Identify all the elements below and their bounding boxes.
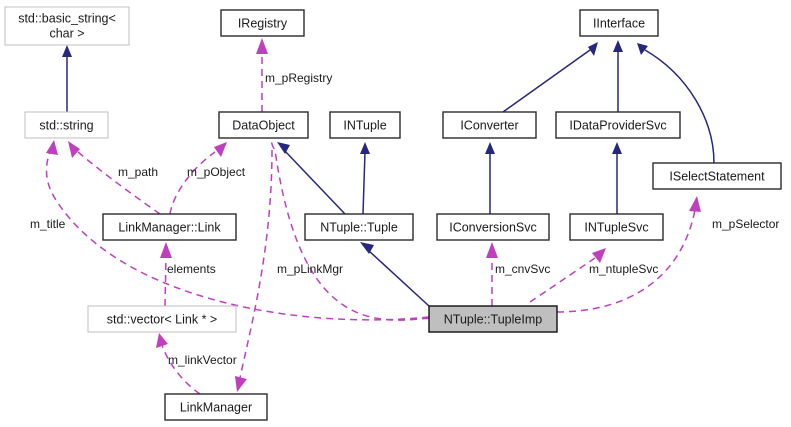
node-label-intuplesvc: INTupleSvc <box>584 220 648 234</box>
edge-iconversionsvc-to-iconverter <box>485 142 495 214</box>
node-label-iconverter: IConverter <box>460 118 518 132</box>
edge-label-m-title: m_title <box>30 217 66 231</box>
diagram-nodes: std::basic_string< char > IRegistry IInt… <box>4 6 782 421</box>
node-label-std-string: std::string <box>39 118 93 132</box>
node-label-idataprovidersvc: IDataProviderSvc <box>569 118 666 132</box>
inheritance-edges <box>62 40 715 307</box>
edge-m_ntupleSvc <box>529 248 606 303</box>
node-label-std-basic-string-line1: std::basic_string< <box>18 11 116 25</box>
node-label-linkmanager-link: LinkManager::Link <box>118 220 221 234</box>
node-intuple[interactable]: INTuple <box>329 111 401 139</box>
node-label-intuple: INTuple <box>343 118 386 132</box>
edge-idataprovidersvc-to-iinterface <box>613 40 623 112</box>
node-label-iregistry: IRegistry <box>238 16 288 30</box>
edge-intuplesvc-to-idataprovidersvc <box>612 142 622 214</box>
edge-label-m-path: m_path <box>118 165 158 179</box>
node-linkmanager[interactable]: LinkManager <box>164 393 268 421</box>
node-label-iconversionsvc: IConversionSvc <box>449 220 537 234</box>
edge-m_pRegistry <box>256 38 268 112</box>
node-idataprovidersvc[interactable]: IDataProviderSvc <box>555 111 681 139</box>
node-std-string[interactable]: std::string <box>24 111 109 139</box>
node-iinterface[interactable]: IInterface <box>579 9 659 37</box>
node-label-iinterface: IInterface <box>593 16 645 30</box>
association-edges <box>45 38 701 395</box>
node-linkmanager-link[interactable]: LinkManager::Link <box>102 213 237 241</box>
node-label-dataobject: DataObject <box>232 118 295 132</box>
node-label-ntuple-tupleimp: NTuple::TupleImp <box>444 312 542 326</box>
edge-label-m-pobject: m_pObject <box>187 165 246 179</box>
edge-ntuple_tuple-to-dataobject <box>277 142 346 215</box>
edge-label-m-plinkmgr: m_pLinkMgr <box>277 262 343 276</box>
node-std-vector-link[interactable]: std::vector< Link * > <box>87 305 237 333</box>
edge-label-m-pselector: m_pSelector <box>712 217 779 231</box>
edge-m_cnvSvc <box>486 242 498 306</box>
edge-ntuple_tuple-to-intuple <box>360 142 370 215</box>
node-dataobject[interactable]: DataObject <box>218 111 309 139</box>
edge-label-elements: elements <box>167 262 216 276</box>
node-label-linkmanager: LinkManager <box>180 400 252 414</box>
node-ntuple-tupleimp[interactable]: NTuple::TupleImp <box>428 305 558 333</box>
edge-m_pSelector <box>556 196 701 313</box>
edge-std_string-to-basic_string <box>62 45 72 112</box>
edge-label-m-linkvector: m_linkVector <box>168 353 237 367</box>
node-iselectstatement[interactable]: ISelectStatement <box>652 162 782 190</box>
edge-m_path <box>68 141 161 215</box>
edge-label-m-pregistry: m_pRegistry <box>265 71 332 85</box>
edge-m_pLinkMgr <box>235 137 430 392</box>
edge-labels: m_pRegistry m_path m_pObject m_title ele… <box>30 71 779 367</box>
node-iconverter[interactable]: IConverter <box>442 111 537 139</box>
node-std-basic-string[interactable]: std::basic_string< char > <box>4 6 130 46</box>
edge-label-m-cnvsvc: m_cnvSvc <box>495 262 550 276</box>
edge-m_title <box>45 140 430 321</box>
node-iregistry[interactable]: IRegistry <box>220 9 305 37</box>
edge-m_linkVector <box>156 333 201 395</box>
edge-label-m-ntuplesvc: m_ntupleSvc <box>589 262 658 276</box>
node-label-std-vector-link: std::vector< Link * > <box>107 312 217 326</box>
edge-iselectstatement-to-iinterface <box>637 43 715 164</box>
edge-iconverter-to-iinterface <box>502 42 598 113</box>
edge-ntuple_tupleimp-to-ntuple_tuple <box>360 242 430 307</box>
node-ntuple-tuple[interactable]: NTuple::Tuple <box>304 213 414 241</box>
node-label-std-basic-string-line2: char > <box>49 26 84 40</box>
node-label-iselectstatement: ISelectStatement <box>669 169 765 183</box>
edge-m_pObject <box>169 142 227 215</box>
node-intuplesvc[interactable]: INTupleSvc <box>569 213 664 241</box>
node-iconversionsvc[interactable]: IConversionSvc <box>436 213 550 241</box>
node-label-ntuple-tuple: NTuple::Tuple <box>320 220 398 234</box>
edge-elements <box>160 242 172 307</box>
